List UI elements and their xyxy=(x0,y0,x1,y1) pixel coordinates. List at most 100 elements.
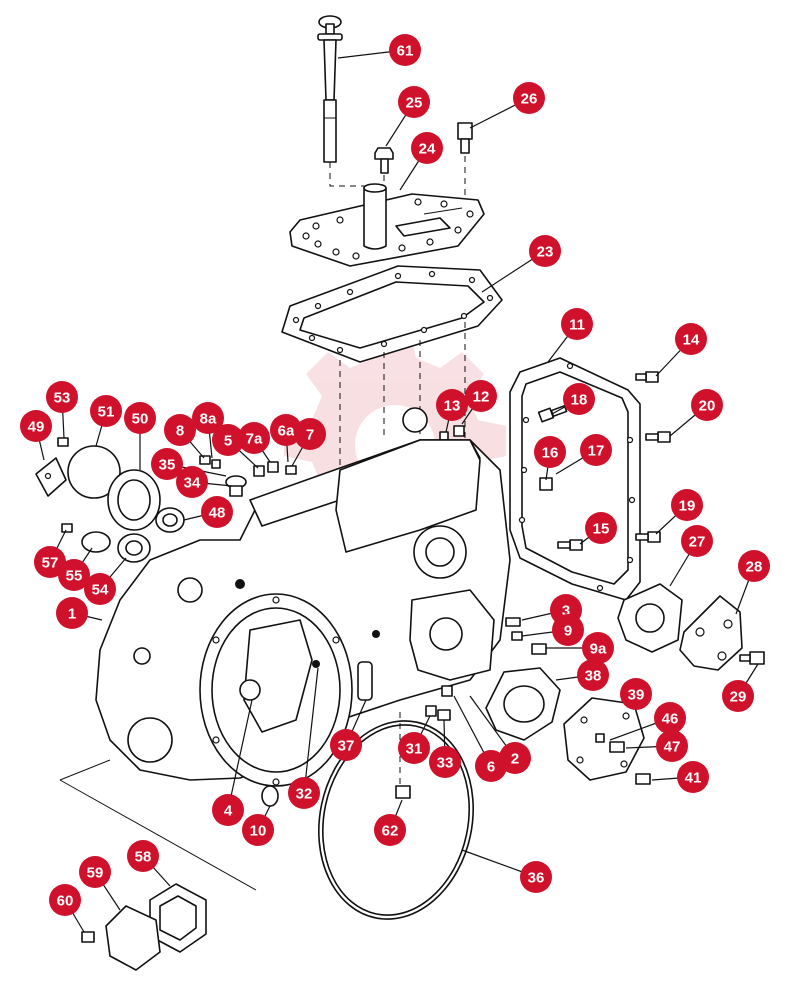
callout-label: 25 xyxy=(406,95,423,112)
callout-badge-15: 15 xyxy=(585,512,617,544)
callout-label: 19 xyxy=(679,498,696,515)
callout-badge-7a: 7a xyxy=(238,422,270,454)
callout-label: 9 xyxy=(564,623,572,640)
bolts-46-47-41 xyxy=(595,733,651,785)
callout-badge-2: 2 xyxy=(499,742,531,774)
dipstick-rod-part xyxy=(317,15,343,163)
callout-label: 41 xyxy=(685,770,702,787)
bolt-57-part xyxy=(61,523,73,533)
callout-circle xyxy=(176,466,208,498)
callout-label: 34 xyxy=(184,475,201,492)
callout-leader-32 xyxy=(303,667,319,794)
cover-49-part xyxy=(35,457,67,497)
callout-label: 26 xyxy=(521,91,538,108)
callout-badge-47: 47 xyxy=(656,730,688,762)
callout-badge-46: 46 xyxy=(654,702,686,734)
callout-badge-54: 54 xyxy=(84,573,116,605)
bolt-53-part xyxy=(57,437,69,447)
cover-projection-line xyxy=(59,759,257,891)
callout-circle xyxy=(270,414,302,446)
callout-badge-62: 62 xyxy=(374,814,406,846)
callout-badge-13: 13 xyxy=(436,389,468,421)
fittings-31-33-6 xyxy=(425,685,453,721)
gasket-50-part xyxy=(107,469,161,531)
callout-circle xyxy=(620,678,652,710)
callout-badge-34: 34 xyxy=(176,466,208,498)
callout-badge-12: 12 xyxy=(465,380,497,412)
callout-label: 16 xyxy=(542,445,559,462)
gasket-27-part xyxy=(617,583,683,653)
bolts-3-9-9a xyxy=(505,617,547,655)
callout-badge-39: 39 xyxy=(620,678,652,710)
callout-badge-31: 31 xyxy=(398,732,430,764)
callout-badge-32: 32 xyxy=(288,777,320,809)
bolt-62-part xyxy=(395,785,411,799)
callout-circle xyxy=(513,82,545,114)
callout-label: 54 xyxy=(92,582,109,599)
callout-badge-5: 5 xyxy=(212,424,244,456)
callout-badge-7: 7 xyxy=(294,418,326,450)
callout-label: 62 xyxy=(382,823,399,840)
callout-label: 61 xyxy=(397,43,414,60)
callout-badge-28: 28 xyxy=(738,550,770,582)
plug-10-part xyxy=(261,785,279,807)
callout-badge-57: 57 xyxy=(34,546,66,578)
callout-badge-8: 8 xyxy=(164,414,196,446)
cover-59-part xyxy=(105,905,161,971)
callout-label: 31 xyxy=(406,741,423,758)
callout-badge-55: 55 xyxy=(58,559,90,591)
callout-label: 46 xyxy=(662,711,679,728)
callout-circle xyxy=(654,702,686,734)
callout-label: 53 xyxy=(54,390,71,407)
callout-label: 6a xyxy=(278,423,295,440)
callout-badge-35: 35 xyxy=(151,448,183,480)
callout-badge-6a: 6a xyxy=(270,414,302,446)
callout-label: 11 xyxy=(569,317,585,334)
callout-badge-9a: 9a xyxy=(582,632,614,664)
callout-label: 8 xyxy=(176,423,184,440)
callout-circle xyxy=(212,424,244,456)
callout-circle xyxy=(374,814,406,846)
callout-label: 6 xyxy=(487,759,495,776)
callout-circle xyxy=(552,614,584,646)
callout-circle xyxy=(534,436,566,468)
callout-circle xyxy=(529,235,561,267)
callout-badge-11: 11 xyxy=(561,308,593,340)
callout-circle xyxy=(164,414,196,446)
callout-label: 51 xyxy=(98,404,115,421)
callout-badge-41: 41 xyxy=(677,761,709,793)
callout-circle xyxy=(330,729,362,761)
callout-circle xyxy=(411,132,443,164)
callout-circle xyxy=(84,573,116,605)
callout-label: 36 xyxy=(528,870,545,887)
callout-badge-49: 49 xyxy=(20,410,52,442)
callout-circle xyxy=(681,525,713,557)
small-fittings-5-8 xyxy=(199,455,297,477)
callout-circle xyxy=(20,410,52,442)
callout-badge-29: 29 xyxy=(722,680,754,712)
callout-circle xyxy=(580,434,612,466)
callout-circle xyxy=(288,777,320,809)
callout-label: 37 xyxy=(338,738,355,755)
callout-circle xyxy=(124,402,156,434)
callout-circle xyxy=(46,381,78,413)
callout-label: 58 xyxy=(135,849,152,866)
callout-label: 48 xyxy=(209,505,226,522)
callout-badge-48: 48 xyxy=(201,496,233,528)
callout-circle xyxy=(656,730,688,762)
callout-circle xyxy=(582,632,614,664)
callout-badge-58: 58 xyxy=(127,840,159,872)
callout-label: 28 xyxy=(746,559,763,576)
callout-badge-10: 10 xyxy=(242,814,274,846)
callout-badge-18: 18 xyxy=(563,383,595,415)
gasket-58-part xyxy=(149,883,207,953)
callout-leader-4 xyxy=(227,699,253,811)
callout-label: 32 xyxy=(296,786,313,803)
top-cover-plate-24 xyxy=(289,183,485,267)
callout-label: 55 xyxy=(66,568,83,585)
callout-badge-23: 23 xyxy=(529,235,561,267)
callout-label: 57 xyxy=(42,555,59,572)
callout-badge-59: 59 xyxy=(79,856,111,888)
callout-circle xyxy=(577,659,609,691)
